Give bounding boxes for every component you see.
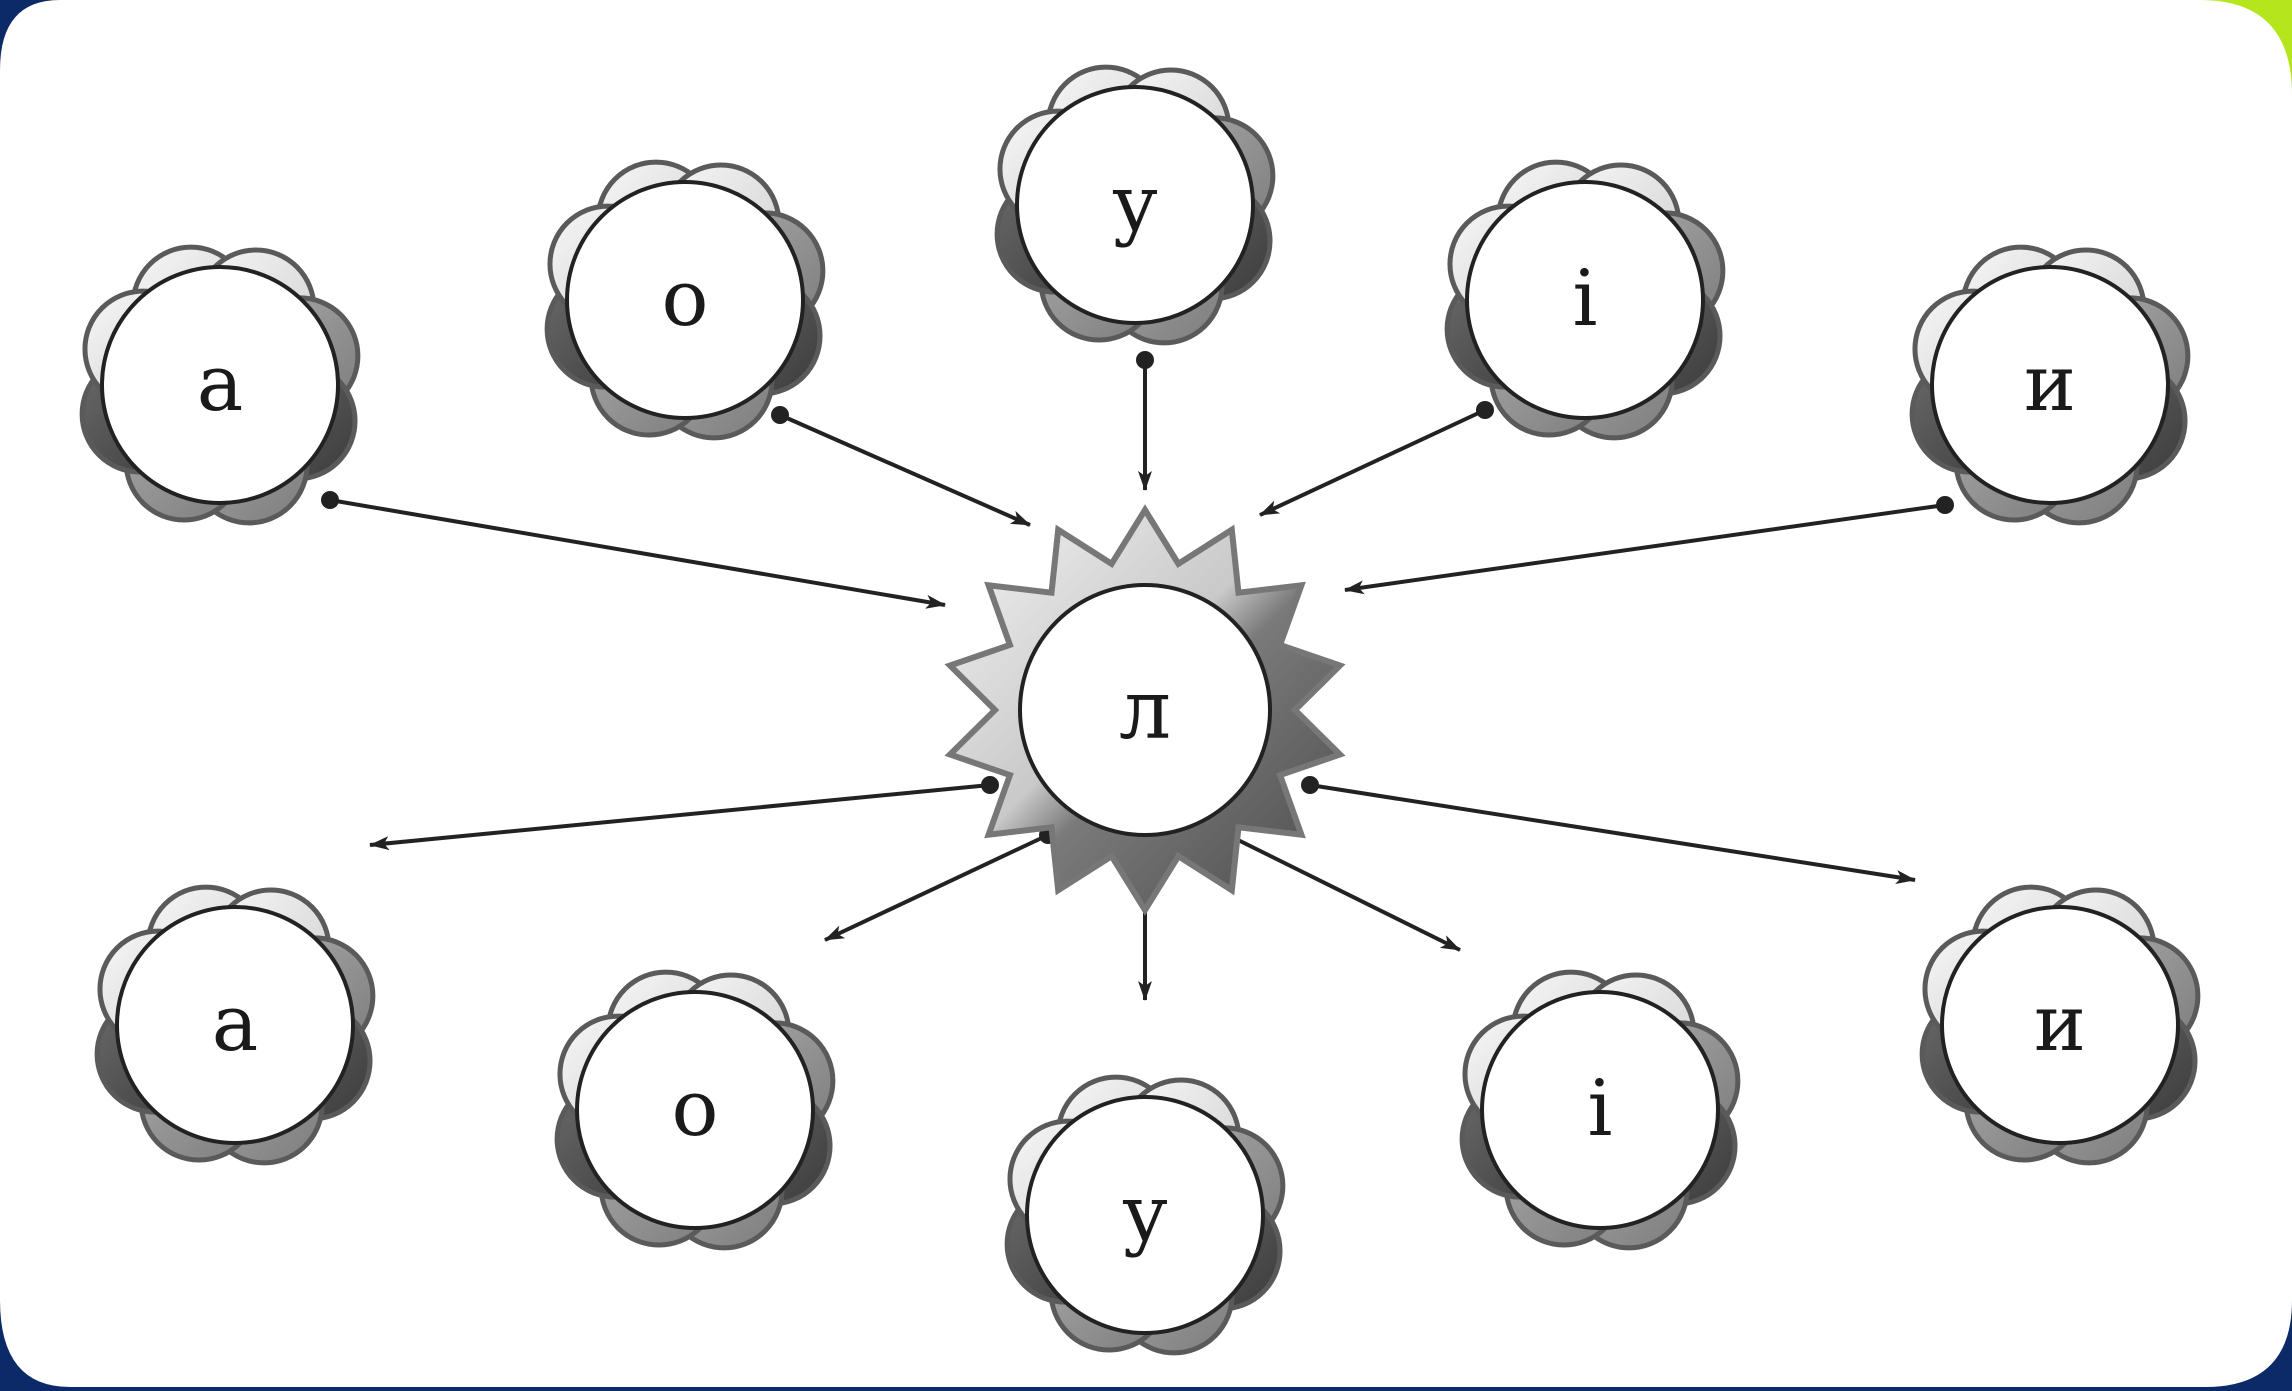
arrow-to-center bbox=[1344, 503, 1946, 595]
top-flowers-row: а о у і и bbox=[79, 64, 2191, 526]
top-flower: о bbox=[544, 159, 826, 441]
flower-letter: і bbox=[1588, 1064, 1613, 1154]
center-circle bbox=[1018, 583, 1272, 837]
flower-center bbox=[1025, 1095, 1265, 1335]
flower-center bbox=[1465, 180, 1705, 420]
flower-letter: о bbox=[662, 254, 709, 344]
top-flower: и bbox=[1909, 244, 2191, 526]
arrow-to-center bbox=[779, 413, 1031, 527]
flower-center bbox=[575, 990, 815, 1230]
flower-letter: и bbox=[2034, 979, 2086, 1069]
flower-letter: и bbox=[2024, 339, 2076, 429]
flower-center bbox=[115, 905, 355, 1145]
center-letter: л bbox=[1119, 663, 1171, 758]
arrow-to-center bbox=[329, 498, 946, 609]
flower-center bbox=[1015, 85, 1255, 325]
top-flower: і bbox=[1444, 159, 1726, 441]
center-letter-group: л bbox=[1018, 583, 1272, 837]
arrow-from-center bbox=[824, 833, 1049, 942]
bottom-flower: а bbox=[94, 884, 376, 1166]
flower-center bbox=[565, 180, 805, 420]
bottom-flower: и bbox=[1919, 884, 2201, 1166]
arrow-from-center bbox=[1309, 783, 1916, 884]
flower-letter: о bbox=[672, 1064, 719, 1154]
arrow-from-center bbox=[1227, 833, 1461, 952]
arrow-from-center bbox=[369, 783, 991, 851]
bottom-flower: у bbox=[1004, 1074, 1286, 1356]
flower-letter: у bbox=[1122, 1169, 1168, 1259]
top-flower: у bbox=[994, 64, 1276, 346]
flower-center bbox=[1480, 990, 1720, 1230]
flower-letter: у bbox=[1112, 159, 1158, 249]
flower-center bbox=[100, 265, 340, 505]
arrow-tail-dot bbox=[1301, 776, 1319, 794]
flower-center bbox=[1930, 265, 2170, 505]
bottom-flower: о bbox=[554, 969, 836, 1251]
top-flower: а bbox=[79, 244, 361, 526]
bottom-flowers-row: а о у і и bbox=[94, 884, 2201, 1356]
arrow-tail-dot bbox=[981, 776, 999, 794]
flower-letter: і bbox=[1573, 254, 1598, 344]
flower-letter: а bbox=[197, 339, 244, 429]
arrow-to-center bbox=[1259, 408, 1486, 517]
bottom-flower: і bbox=[1459, 969, 1741, 1251]
flower-center bbox=[1940, 905, 2180, 1145]
flower-letter: а bbox=[212, 979, 259, 1069]
